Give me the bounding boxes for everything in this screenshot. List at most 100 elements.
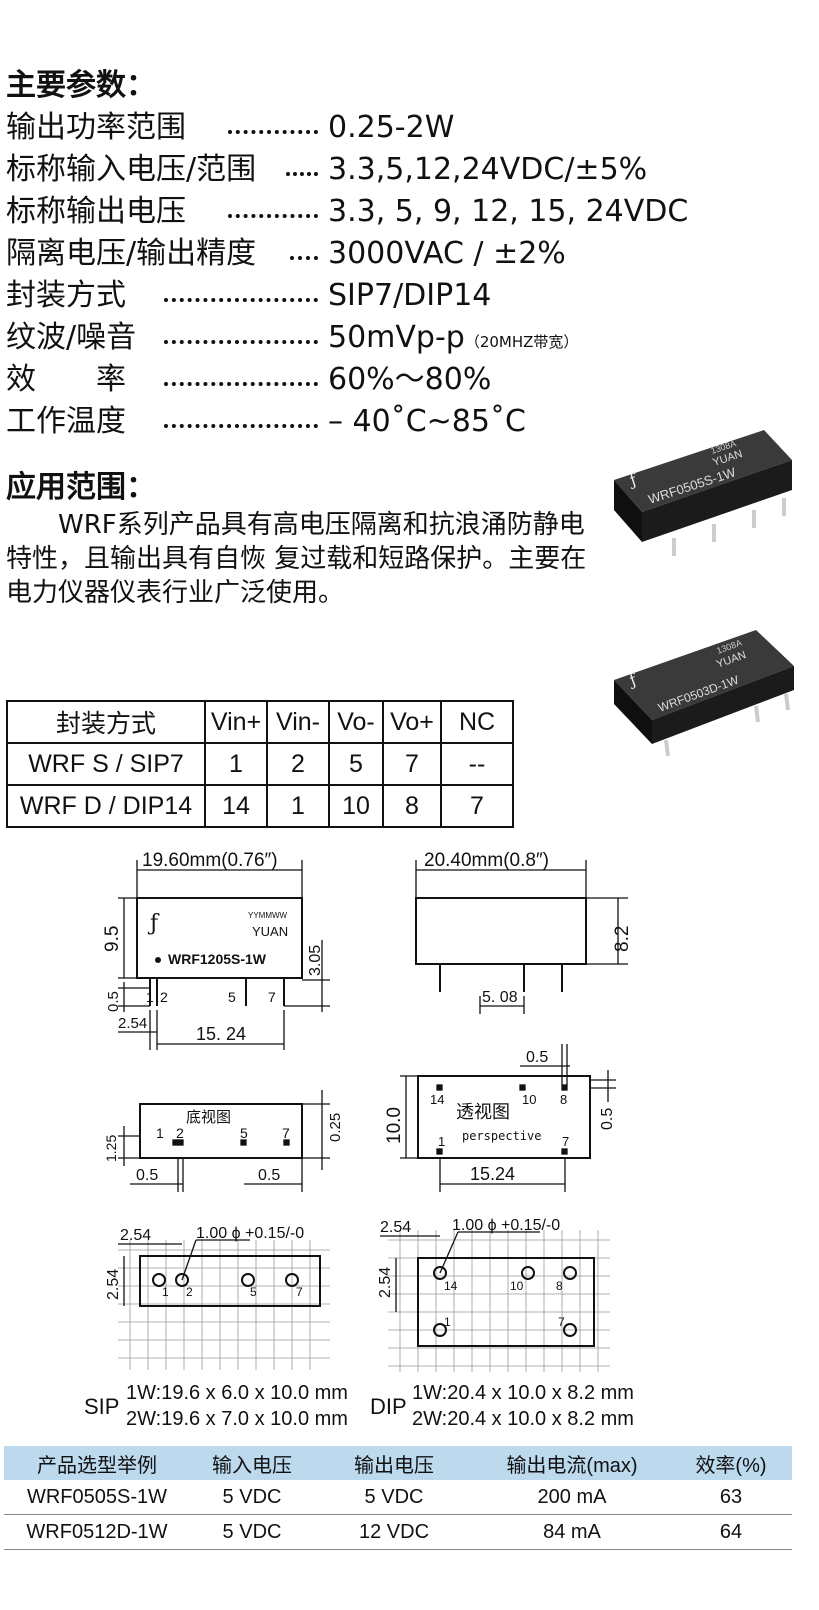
- grid-dip-1: 1: [444, 1315, 451, 1329]
- bv-pin-5: 5: [240, 1125, 248, 1141]
- pin-cell: --: [440, 742, 514, 786]
- selection-cell: 64: [670, 1514, 792, 1550]
- param-label: 标称输入电压/范围: [6, 152, 257, 187]
- grid-pin-7: 7: [296, 1285, 303, 1299]
- sip-size-label: SIP: [84, 1394, 120, 1419]
- param-value: – 40˚C~85˚C: [328, 402, 526, 442]
- leader-dots: [290, 234, 318, 274]
- sip-pin-2: 2: [160, 989, 168, 1005]
- param-row: 工作温度 – 40˚C~85˚C: [6, 402, 526, 442]
- table-row: WRF0512D-1W 5 VDC 12 VDC 84 mA 64: [4, 1514, 792, 1550]
- dip-size-label: DIP: [370, 1394, 407, 1419]
- dip-side-r-dim: 0.5: [599, 1108, 616, 1130]
- pin-length-dim: 3.05: [307, 945, 324, 976]
- param-value-text: 3.3, 5, 9, 12, 15, 24VDC: [328, 194, 689, 229]
- leader-dots: [164, 276, 318, 316]
- grid-dip-14: 14: [444, 1279, 458, 1293]
- param-label: 标称输出电压: [6, 194, 186, 229]
- mechanical-drawing: 19.60mm(0.76″) 20.40mm(0.8″) 9.5 3.05 8.…: [102, 850, 633, 1372]
- selection-cell: 5 VDC: [314, 1480, 474, 1515]
- selection-cell: 5 VDC: [190, 1480, 314, 1515]
- body-code: YYMMWW: [248, 911, 288, 920]
- perspective-label-cn: 透视图: [456, 1102, 510, 1122]
- selection-table: 产品选型举例 输入电压 输出电压 输出电流(max) 效率(%) WRF0505…: [4, 1446, 792, 1550]
- dip-side-dim: 10.0: [384, 1107, 405, 1144]
- selection-header: 效率(%): [670, 1446, 792, 1480]
- app-text: WRF系列产品具有高电压隔离和抗浪涌防静电特性，且输出具有自恢 复过载和短路保护…: [6, 510, 587, 608]
- bv-pin-1: 1: [156, 1125, 164, 1141]
- sip-pin-7: 7: [268, 989, 276, 1005]
- grid-dip-7: 7: [558, 1315, 565, 1329]
- param-row: 输出功率范围 0.25-2W: [6, 108, 454, 148]
- pin-table: 封装方式 Vin+ Vin- Vo- Vo+ NC WRF S / SIP7 1…: [6, 700, 514, 828]
- param-label: 纹波/噪音: [6, 320, 137, 355]
- hole-label-sip: 1.00 ϕ +0.15/-0: [196, 1225, 304, 1242]
- bv-left-dim: 1.25: [103, 1135, 119, 1162]
- hole-label-dip: 1.00 ϕ +0.15/-0: [452, 1217, 560, 1234]
- param-label: 工作温度: [6, 404, 126, 439]
- pin-cell: 1: [204, 742, 268, 786]
- table-row: WRF0505S-1W 5 VDC 5 VDC 200 mA 63: [4, 1480, 792, 1515]
- bv-pin-2: 2: [176, 1125, 184, 1141]
- selection-cell: 200 mA: [474, 1480, 670, 1515]
- pin-header: Vin+: [204, 700, 268, 744]
- sip-size-line: 2W:19.6 x 7.0 x 10.0 mm: [126, 1408, 348, 1430]
- grid-pin-1: 1: [162, 1285, 169, 1299]
- pin-cell: 2: [266, 742, 330, 786]
- param-value: 3.3,5,12,24VDC/±5%: [328, 150, 647, 190]
- leader-dots: [228, 108, 318, 148]
- param-row: 纹波/噪音 50mVp-p（20MHZ带宽）: [6, 318, 578, 358]
- param-label: 隔离电压/输出精度: [6, 236, 257, 271]
- pin-header: Vo-: [328, 700, 384, 744]
- selection-header: 产品选型举例: [4, 1446, 190, 1480]
- bv-side-dim: 0.25: [327, 1113, 344, 1142]
- body-brand: YUAN: [252, 924, 288, 939]
- param-note: （20MHZ带宽）: [464, 333, 579, 351]
- param-row: 标称输出电压 3.3, 5, 9, 12, 15, 24VDC: [6, 192, 688, 232]
- pin-cell: 5: [328, 742, 384, 786]
- param-row: 标称输入电压/范围 3.3,5,12,24VDC/±5%: [6, 150, 647, 190]
- dip-pin-8: 8: [560, 1092, 567, 1107]
- param-value-text: 0.25-2W: [328, 110, 455, 145]
- pin-cell: 8: [382, 784, 442, 828]
- dip-pin-14: 14: [430, 1092, 444, 1107]
- grid-pitch-sip: 2.54: [120, 1227, 151, 1244]
- param-label: 效 率: [6, 362, 126, 397]
- brand-logo-icon: ƒ: [147, 911, 160, 936]
- pin-cell: WRF S / SIP7: [6, 742, 206, 786]
- dip-pin-7: 7: [562, 1134, 569, 1149]
- param-value: SIP7/DIP14: [328, 276, 491, 316]
- leader-dots: [164, 402, 318, 442]
- grid-pin-5: 5: [250, 1285, 257, 1299]
- leader-dots: [228, 192, 318, 232]
- param-value-text: 50mVp-p: [328, 320, 465, 355]
- body-model: WRF1205S-1W: [168, 951, 267, 967]
- pin-header: NC: [440, 700, 514, 744]
- selection-cell: 63: [670, 1480, 792, 1515]
- leader-dots: [164, 318, 318, 358]
- param-label: 输出功率范围: [6, 110, 186, 145]
- grid-dip-10: 10: [510, 1279, 524, 1293]
- param-value: 50mVp-p（20MHZ带宽）: [328, 318, 578, 362]
- bv-pin-7: 7: [282, 1125, 290, 1141]
- leader-dots: [286, 150, 318, 190]
- selection-header: 输入电压: [190, 1446, 314, 1480]
- dip-width-dim: 20.40mm(0.8″): [424, 850, 549, 871]
- sip-pin-1: 1: [146, 989, 154, 1005]
- pin-header: 封装方式: [6, 700, 206, 744]
- bv-w1-dim: 0.5: [136, 1167, 158, 1184]
- dip-span-dim: 15.24: [470, 1164, 515, 1184]
- dip-size-line: 1W:20.4 x 10.0 x 8.2 mm: [412, 1382, 634, 1404]
- param-value-text: 60%～80%: [328, 362, 492, 397]
- selection-cell: 5 VDC: [190, 1514, 314, 1550]
- param-value: 60%～80%: [328, 360, 491, 400]
- leader-dots: [164, 360, 318, 400]
- pin1-marker: [155, 957, 161, 963]
- dip-size-line: 2W:20.4 x 10.0 x 8.2 mm: [412, 1408, 634, 1430]
- pin-header: Vo+: [382, 700, 442, 744]
- dip-pin-gap-dim: 5. 08: [482, 989, 518, 1006]
- dip-height-dim: 8.2: [612, 926, 633, 952]
- perspective-label-en: perspective: [462, 1129, 541, 1143]
